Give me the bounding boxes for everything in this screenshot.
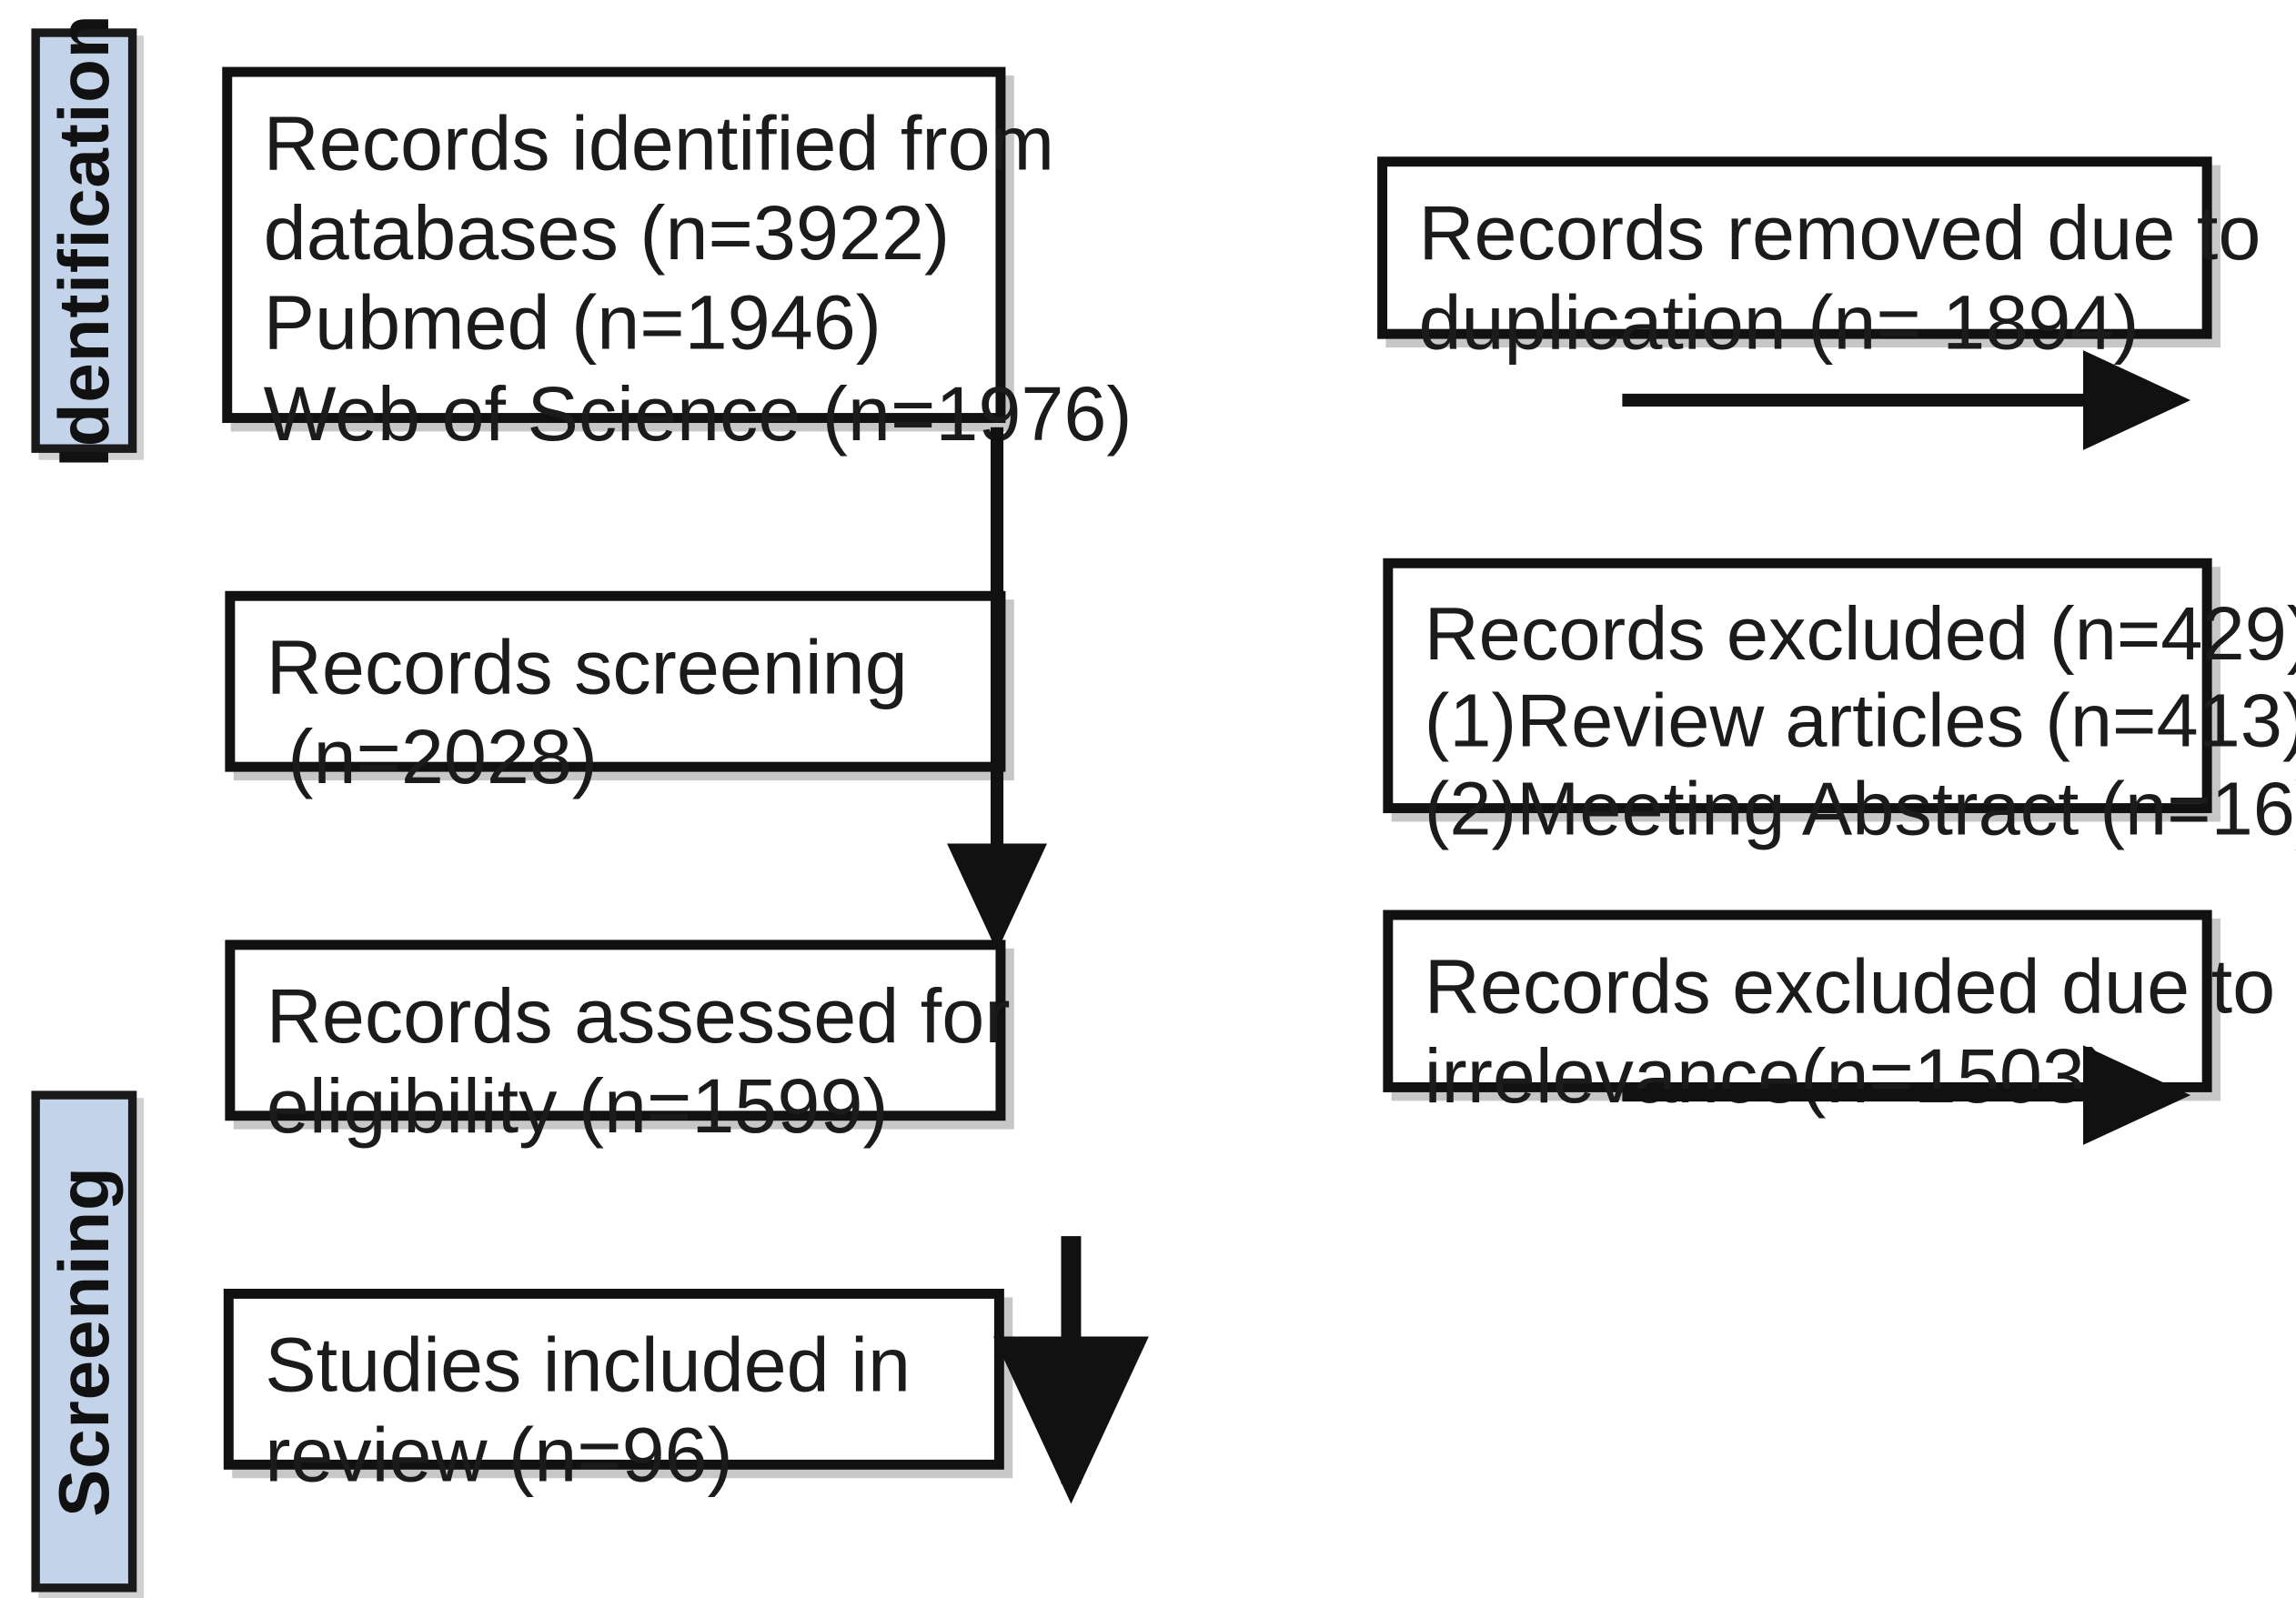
box-records-screening: Records screening (n=2028): [225, 590, 1006, 800]
box-studies-included-line-1: Studies included in: [265, 1322, 911, 1409]
box-records-assessed-eligibility: Records assessed for eligibility (n=1599…: [225, 940, 1010, 1150]
box-records-excluded-screening-line-1: Records excluded (n=429): [1424, 592, 2296, 677]
box-records-identified-line-3: Pubmed (n=1946): [263, 280, 881, 367]
box-records-excluded-screening-line-2: (1)Review articles (n=413): [1424, 679, 2296, 764]
stage-label-identification: Identification: [31, 15, 137, 467]
box-records-excluded-irrelevance-line-2: irrelevance(n=1503): [1424, 1034, 2111, 1120]
box-records-removed-duplication-line-1: Records removed due to: [1418, 190, 2261, 276]
box-studies-included-line-2: review (n=96): [265, 1412, 733, 1499]
box-records-identified-line-2: databases (n=3922): [263, 191, 951, 277]
box-studies-included: Studies included in review (n=96): [223, 1289, 1004, 1498]
box-records-assessed-eligibility-line-2: eligibility (n=1599): [266, 1063, 889, 1150]
box-records-screening-line-2: (n=2028): [266, 715, 599, 801]
box-records-screening-line-1: Records screening: [266, 625, 908, 711]
box-records-excluded-screening: Records excluded (n=429) (1)Review artic…: [1383, 558, 2296, 851]
stage-label-screening: Screening: [31, 1090, 137, 1593]
